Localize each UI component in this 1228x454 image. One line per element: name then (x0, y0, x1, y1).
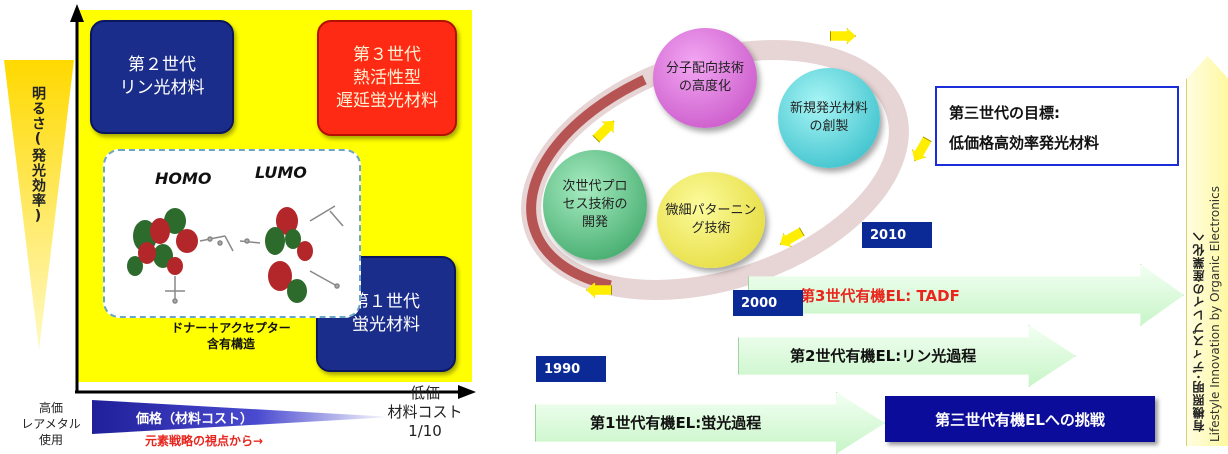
gen3-timeline-label: 第3世代有機EL: TADF (800, 287, 960, 305)
gen3-line2: 熱活性型 (353, 67, 421, 88)
banner-en-text: Lifestyle Innovation by Organic Electron… (1208, 186, 1222, 442)
price-arrow (92, 400, 392, 434)
gen2-phosphorescent-box: 第２世代 リン光材料 (90, 20, 234, 134)
low-price-line2: 材料コスト (387, 403, 463, 421)
gen1-line1: 第１世代 (352, 292, 420, 312)
structure-line2: 含有構造 (206, 337, 255, 351)
brightness-arrow (4, 60, 74, 350)
low-price-label: 低価 材料コスト 1/10 (382, 384, 468, 441)
bubble-next-gen-process: 次世代プロ セス技術の 開発 (543, 150, 647, 260)
gen3-line1: 第３世代 (353, 44, 421, 65)
bubble-process-line2: セス技術の (562, 197, 628, 212)
goal-box: 第三世代の目標: 低価格高効率発光材料 (935, 86, 1179, 166)
gen1-timeline-label: 第1世代有機EL:蛍光過程 (590, 414, 762, 432)
axes (70, 4, 476, 399)
low-price-line1: 低価 (409, 384, 440, 402)
bubble-new-material-line2: の創製 (809, 119, 849, 134)
bubble-process-line1: 次世代プロ (562, 179, 628, 194)
homo-label: HOMO (155, 169, 212, 188)
bubble-new-material-line1: 新規発光材料 (789, 101, 868, 116)
bubble-new-material: 新規発光材料 の創製 (778, 68, 880, 168)
gen2-line1: 第２世代 (128, 55, 196, 75)
bubble-orientation-line1: 分子配向技術 (665, 61, 744, 76)
industrialization-banner (1186, 56, 1228, 446)
goal-line1: 第三世代の目標: (949, 104, 1060, 122)
year-1990-badge: 1990 (536, 356, 606, 382)
year-2000-badge: 2000 (733, 290, 803, 316)
gen3-line3: 遅延蛍光材料 (336, 90, 438, 111)
gen1-line2: 蛍光材料 (352, 315, 420, 335)
gen2-timeline-label: 第2世代有機EL:リン光過程 (790, 347, 977, 365)
bubble-fine-patterning: 微細パターニン グ技術 (657, 172, 765, 268)
bubble-patterning-line2: グ技術 (691, 221, 731, 236)
bubble-process-line3: 開発 (581, 215, 608, 230)
price-label: 価格（材料コスト） (136, 412, 254, 427)
bubble-patterning-line1: 微細パターニン (665, 203, 757, 218)
high-price-line1: 高価 (38, 401, 63, 415)
bubble-orientation-line2: の高度化 (678, 79, 731, 94)
goal-line2: 低価格高効率発光材料 (949, 134, 1100, 152)
lumo-label: LUMO (255, 163, 307, 182)
challenge-box: 第三世代有機ELへの挑戦 (885, 396, 1155, 442)
molecule-box: HOMO LUMO (103, 149, 361, 318)
structure-line1: ドナー＋アクセプター (171, 321, 291, 335)
year-2010-badge: 2010 (862, 222, 932, 248)
gen2-line2: リン光材料 (119, 78, 205, 98)
molecule-orbital-image (127, 205, 344, 304)
banner-jp-text: 有機照明･ディスプレイの産業化へ (1192, 229, 1206, 432)
y-axis-label: 明るさ(発光効率) (30, 86, 46, 225)
bubble-molecular-orientation: 分子配向技術 の高度化 (653, 28, 757, 128)
gen3-tadf-box: 第３世代 熱活性型 遅延蛍光材料 (317, 20, 457, 136)
structure-caption: ドナー＋アクセプター 含有構造 (104, 320, 358, 352)
high-price-line2: レアメタル使用 (21, 417, 81, 447)
element-strategy-note: 元素戦略の視点から→ (145, 434, 264, 448)
high-price-label: 高価 レアメタル使用 (16, 400, 86, 448)
low-price-line3: 1/10 (408, 422, 442, 440)
